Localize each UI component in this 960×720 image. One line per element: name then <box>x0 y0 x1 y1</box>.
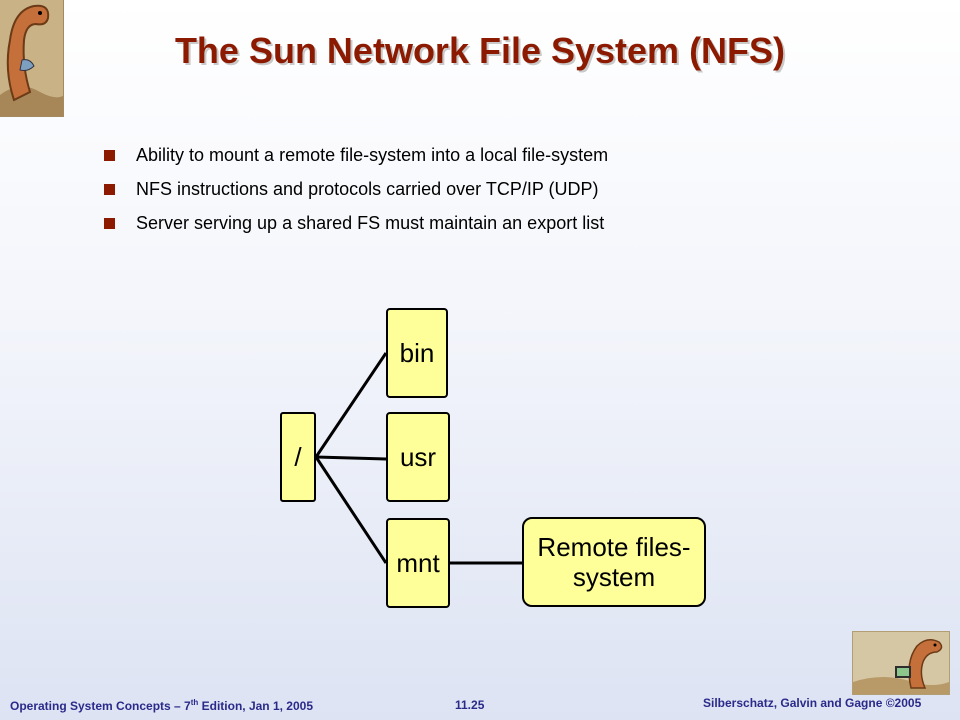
square-bullet-icon <box>104 150 115 161</box>
bullet-item: Ability to mount a remote file-system in… <box>104 142 608 176</box>
page-number: 11.25 <box>455 698 485 712</box>
node-root: / <box>280 412 316 502</box>
connector-root-bin <box>314 352 388 458</box>
connector-root-usr <box>315 455 387 461</box>
slide-title: The Sun Network File System (NFS) <box>174 30 786 71</box>
connector-root-mnt <box>314 456 388 564</box>
footer-book-title-sup: th <box>190 698 199 707</box>
node-bin: bin <box>386 308 448 398</box>
node-remote-filesystem: Remote files-system <box>522 517 706 607</box>
square-bullet-icon <box>104 218 115 229</box>
remote-filesystem-label: Remote files-system <box>537 532 691 592</box>
bullet-item: Server serving up a shared FS must maint… <box>104 210 608 244</box>
node-usr: usr <box>386 412 450 502</box>
bullet-text: Ability to mount a remote file-system in… <box>136 145 609 165</box>
footer-book-title: Operating System Concepts – 7th Edition,… <box>10 698 313 713</box>
dinosaur-logo-top-icon <box>0 0 64 117</box>
bullet-item: NFS instructions and protocols carried o… <box>104 176 608 210</box>
bullet-text: NFS instructions and protocols carried o… <box>136 179 599 199</box>
bullet-list: Ability to mount a remote file-system in… <box>104 142 608 244</box>
footer-book-title-suffix: Edition, Jan 1, 2005 <box>198 699 314 713</box>
bullet-text: Server serving up a shared FS must maint… <box>136 213 605 233</box>
square-bullet-icon <box>104 184 115 195</box>
footer-authors: Silberschatz, Galvin and Gagne ©2005 <box>703 696 922 710</box>
node-mnt: mnt <box>386 518 450 608</box>
dinosaur-logo-bottom-icon <box>852 631 950 695</box>
footer-book-title-text: Operating System Concepts – 7 <box>10 699 191 713</box>
